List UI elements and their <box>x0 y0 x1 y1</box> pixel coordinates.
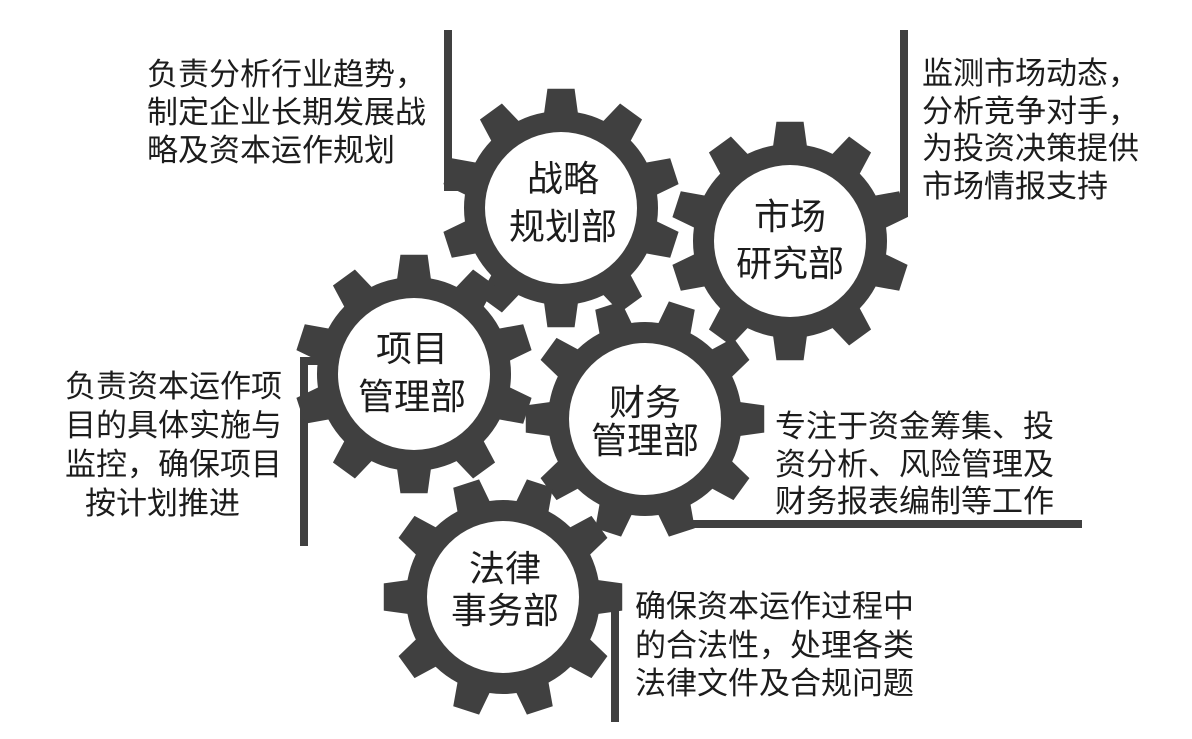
description-line: 的合法性，处理各类 <box>635 627 914 664</box>
gear-label-finance-line2: 管理部 <box>590 421 699 462</box>
description-line: 负责分析行业趋势， <box>147 57 426 93</box>
gear-label-market-line1: 市场 <box>753 197 826 238</box>
description-project: 负责资本运作项 目的具体实施与 监控，确保项目 按计划推进 <box>65 368 282 524</box>
gear-market-hub <box>714 165 866 317</box>
description-line: 分析竞争对手， <box>922 93 1139 130</box>
gear-finance <box>525 301 765 537</box>
description-line: 负责资本运作项 <box>65 369 282 405</box>
gear-strategy <box>443 88 679 328</box>
gear-label-legal-line1: 法律 <box>468 549 541 590</box>
description-line: 财务报表编制等工作 <box>775 484 1054 520</box>
description-line: 制定企业长期发展战 <box>147 95 426 131</box>
description-line: 按计划推进 <box>85 486 240 522</box>
description-line: 监测市场动态， <box>922 56 1139 92</box>
gear-label-project-line1: 项目 <box>375 329 448 370</box>
gear-market <box>672 121 908 361</box>
description-line: 监控，确保项目 <box>65 447 282 483</box>
description-line: 资分析、风险管理及 <box>775 446 1054 483</box>
gear-label-legal-line2: 事务部 <box>450 591 559 632</box>
description-market: 监测市场动态， 分析竞争对手， 为投资决策提供 市场情报支持 <box>922 56 1139 206</box>
gear-label-strategy-line2: 规划部 <box>508 207 617 248</box>
gear-legal <box>383 479 623 715</box>
gear-legal-hub <box>427 521 579 673</box>
gear-label-project-line2: 管理部 <box>357 377 466 418</box>
description-strategy: 负责分析行业趋势， 制定企业长期发展战 略及资本运作规划 <box>147 56 426 170</box>
description-line: 为投资决策提供 <box>922 131 1139 167</box>
connector-line-market <box>876 30 908 217</box>
gear-finance-hub <box>569 343 721 495</box>
description-line: 法律文件及合规问题 <box>635 666 914 702</box>
description-line: 略及资本运作规划 <box>147 133 395 169</box>
description-line: 专注于资金筹集、投 <box>775 409 1054 445</box>
gear-project <box>296 254 532 494</box>
description-line: 目的具体实施与 <box>65 408 282 444</box>
connector-line-project <box>300 357 324 546</box>
gear-strategy-hub <box>485 132 637 284</box>
gear-label-finance-line1: 财务 <box>608 383 681 424</box>
description-finance: 专注于资金筹集、投 资分析、风险管理及 财务报表编制等工作 <box>775 409 1054 522</box>
gear-label-market-line2: 研究部 <box>735 244 844 285</box>
gear-label-strategy-line1: 战略 <box>526 159 599 200</box>
gear-project-hub <box>338 298 490 450</box>
description-line: 市场情报支持 <box>922 168 1108 205</box>
description-line: 确保资本运作过程中 <box>635 589 914 625</box>
description-legal: 确保资本运作过程中 的合法性，处理各类 法律文件及合规问题 <box>635 588 914 704</box>
